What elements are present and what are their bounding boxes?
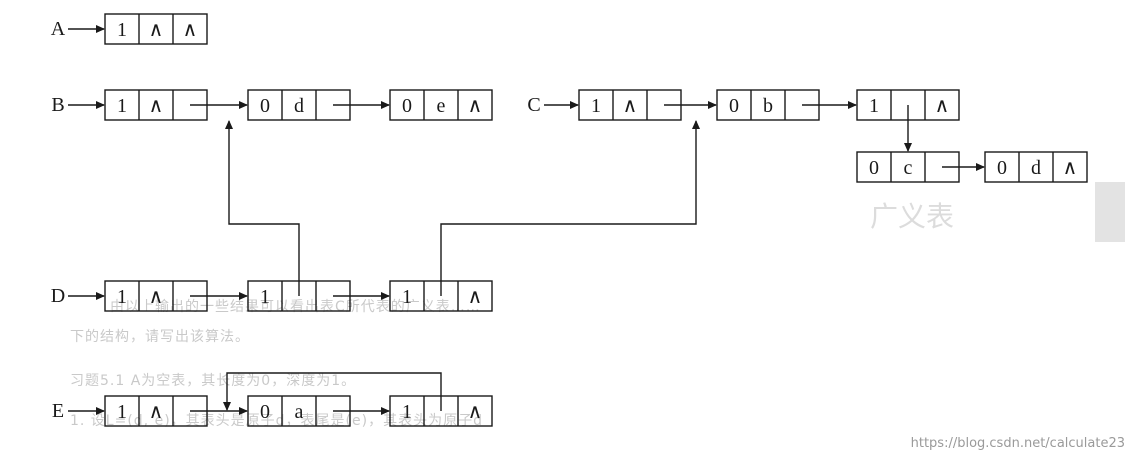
node-cell-tag: 0: [869, 157, 879, 179]
node-cell-tag: 1: [117, 401, 127, 423]
list-label-a: A: [51, 18, 66, 40]
faint-chapter-badge: [1095, 182, 1125, 242]
node-cell-data: ∧: [149, 286, 164, 308]
node-cell-data: b: [763, 95, 773, 117]
node-cell-next: ∧: [468, 95, 483, 117]
node-cell-tag: 0: [729, 95, 739, 117]
node-cell-tag: 0: [997, 157, 1007, 179]
node-cell-next: ∧: [935, 95, 950, 117]
node-cell-tag: 1: [402, 401, 412, 423]
faint-section-title: 广义表: [870, 200, 955, 233]
node-cell-data: ∧: [149, 95, 164, 117]
node-cell-tag: 0: [260, 401, 270, 423]
node-cell-data: c: [904, 157, 913, 179]
node-cell-tag: 1: [117, 286, 127, 308]
faint-text-line-2: 下的结构，请写出该算法。: [70, 329, 250, 345]
list-node-b-3: [389, 89, 493, 121]
node-cell-tag: 0: [260, 95, 270, 117]
list-label-d: D: [51, 285, 65, 307]
list-label-b: B: [51, 94, 64, 116]
node-cell-tag: 1: [260, 286, 270, 308]
node-cell-data: a: [295, 401, 304, 423]
recursive-pointer-arrow: [223, 372, 442, 411]
list-node-c-sub-2: [984, 151, 1088, 183]
node-cell-data: ∧: [149, 401, 164, 423]
node-cell-tag: 1: [869, 95, 879, 117]
node-cell-next: ∧: [1063, 157, 1078, 179]
node-cell-tag: 1: [117, 19, 127, 41]
watermark-url: https://blog.csdn.net/calculate23: [910, 436, 1125, 451]
node-cell-data: d: [1031, 157, 1041, 179]
list-label-c: C: [527, 94, 540, 116]
sublist-pointer-arrow-to-C: [440, 120, 700, 296]
list-node-a-1: [104, 13, 208, 45]
node-cell-data: ∧: [149, 19, 164, 41]
faint-text-line-3: 习题5.1 A为空表，其长度为0，深度为1。: [70, 373, 357, 389]
node-cell-next: ∧: [183, 19, 198, 41]
node-cell-tag: 0: [402, 95, 412, 117]
node-cell-next: ∧: [468, 286, 483, 308]
node-cell-next: ∧: [468, 401, 483, 423]
list-label-e: E: [52, 400, 64, 422]
node-cell-tag: 1: [591, 95, 601, 117]
sublist-pointer-arrow-to-B: [225, 120, 300, 296]
node-cell-data: ∧: [623, 95, 638, 117]
node-cell-data: d: [294, 95, 304, 117]
node-cell-data: e: [437, 95, 446, 117]
node-cell-tag: 1: [117, 95, 127, 117]
node-cell-tag: 1: [402, 286, 412, 308]
